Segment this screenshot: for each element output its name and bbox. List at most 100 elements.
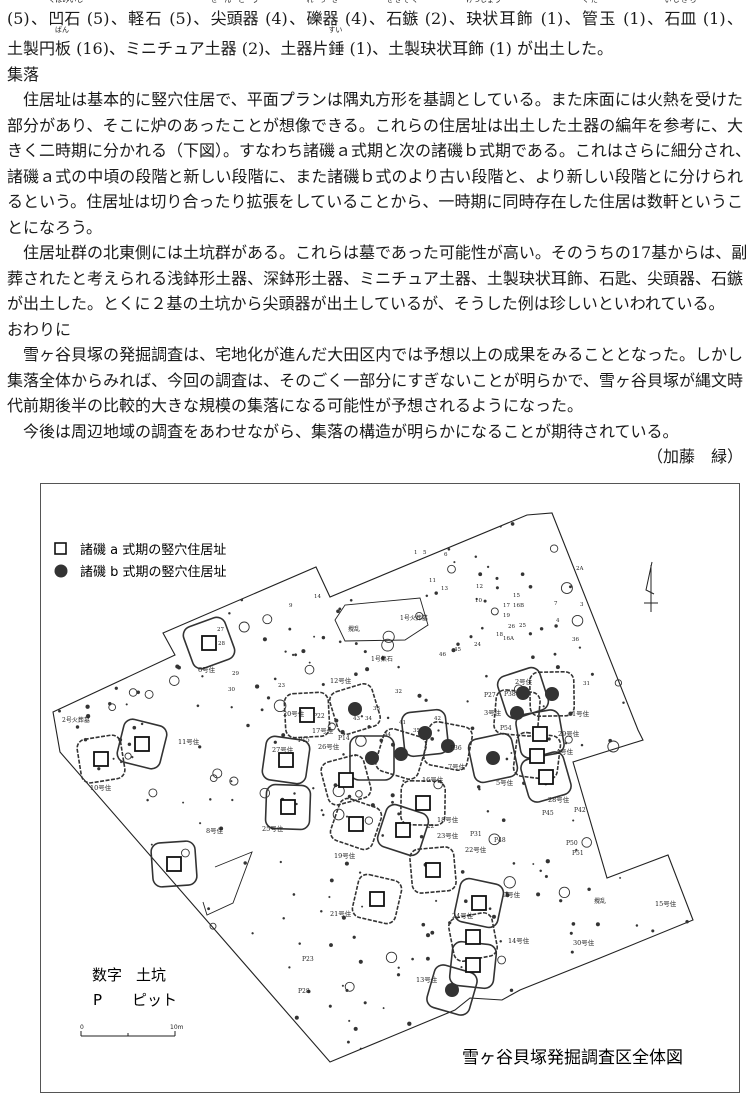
house-outline	[447, 911, 499, 963]
pit	[150, 843, 153, 846]
map-annotation: 1号火葬墓	[400, 614, 428, 622]
pit	[480, 626, 484, 630]
house-label: 27号住	[272, 745, 294, 754]
pit	[219, 826, 224, 831]
pit	[124, 752, 132, 760]
pit	[460, 870, 465, 874]
pit	[228, 612, 231, 615]
pit	[407, 1021, 412, 1026]
pit	[488, 907, 492, 911]
house-label: 6号住	[198, 665, 216, 674]
b-phase-house-marker	[441, 739, 455, 753]
pit	[329, 943, 333, 948]
pit	[365, 667, 370, 672]
pit	[391, 800, 394, 804]
pit-number: 3	[580, 602, 584, 608]
north-arrow-icon	[644, 561, 658, 612]
pit	[246, 723, 250, 728]
house-label: 12号住	[330, 676, 352, 685]
pit	[568, 585, 572, 589]
pit	[397, 966, 400, 969]
pit	[581, 837, 592, 848]
pit	[182, 801, 185, 804]
house-outline	[399, 779, 447, 827]
pit-number: 22	[427, 824, 434, 830]
house-label: 20号住	[283, 709, 305, 718]
pit	[243, 861, 247, 865]
map-annotation: P48	[494, 837, 506, 844]
pit	[531, 655, 535, 660]
house-label: 28号住	[548, 795, 570, 804]
pit	[595, 922, 600, 927]
pit	[510, 522, 515, 526]
paragraph-line: 集落全体からみれば、今回の調査は、そのごく一部分にすぎないことが明らかで、雪ヶ谷…	[7, 370, 743, 390]
house-label: 19号住	[334, 851, 356, 860]
a-phase-house-marker	[395, 822, 411, 838]
pit	[575, 848, 578, 851]
key-numbers-label: 数字	[92, 966, 122, 984]
pit	[381, 834, 385, 837]
map-annotation: 攪乱	[348, 625, 360, 633]
pit	[456, 642, 460, 646]
pit	[590, 672, 594, 676]
ruby-word: いしざら石皿	[664, 0, 696, 32]
text-segment: (16)、ミニチュア土器 (2)、土器片	[71, 39, 329, 58]
pit-number: 29	[232, 671, 239, 677]
text-segment: 耳飾 (1)、	[498, 9, 582, 28]
pit	[313, 635, 316, 638]
pit	[505, 891, 509, 895]
pit	[483, 599, 487, 603]
map-annotation: P42	[574, 807, 586, 814]
pit	[397, 812, 401, 816]
scale-end: 10m	[170, 1024, 184, 1031]
pit	[294, 1015, 299, 1020]
pit	[402, 779, 405, 782]
house-label: 30号住	[573, 938, 595, 947]
house-outline	[409, 846, 457, 894]
legend-a-phase: 諸磯 a 式期の竪穴住居址	[80, 542, 226, 558]
house-label: 25号住	[262, 824, 284, 833]
ruby-word: すい錘	[328, 26, 344, 62]
author: （加藤 緑）	[646, 447, 743, 466]
pit	[453, 561, 456, 564]
pit-number: 44	[384, 732, 391, 738]
pit	[358, 959, 363, 964]
house-outline	[374, 727, 428, 781]
house-outline	[426, 964, 478, 1016]
pit	[569, 931, 573, 935]
pit	[382, 1007, 385, 1010]
pit-number: 23	[278, 683, 285, 689]
pit	[85, 713, 91, 719]
b-phase-house-marker	[365, 751, 379, 765]
pit	[132, 725, 137, 730]
houses	[76, 616, 576, 1016]
pit	[338, 607, 342, 611]
pit	[478, 787, 481, 791]
house-outline	[528, 670, 576, 718]
pit-number: 36	[572, 637, 579, 643]
a-phase-square-icon	[54, 542, 67, 555]
pit	[501, 818, 506, 823]
pit-number: 27	[217, 627, 224, 633]
site-map: 諸磯 a 式期の竪穴住居址 諸磯 b 式期の竪穴住居址 6号住10号住11号住8…	[52, 512, 694, 1068]
pit	[355, 735, 367, 747]
pit	[352, 935, 356, 939]
section-heading: おわりに	[7, 319, 72, 339]
pit	[328, 1004, 332, 1008]
map-annotation: P15	[298, 737, 310, 744]
text-segment: (1)、	[696, 9, 743, 28]
pit	[347, 794, 352, 799]
pit	[288, 627, 292, 631]
pit-number: 28	[218, 641, 225, 647]
pit	[279, 860, 282, 864]
pit-number: 16B	[513, 603, 524, 609]
pit-number: 31	[583, 681, 590, 687]
map-annotation: P28	[298, 988, 310, 995]
pit-number: 17	[503, 603, 510, 609]
pit	[199, 822, 202, 825]
pit	[342, 753, 345, 756]
pit	[212, 768, 223, 779]
paragraph-line: 雪ヶ谷貝塚の発掘調査は、宅地化が進んだ大田区内では予想以上の成果をみることとなっ…	[23, 345, 743, 364]
pit	[528, 632, 533, 636]
a-phase-house-marker	[93, 751, 109, 767]
